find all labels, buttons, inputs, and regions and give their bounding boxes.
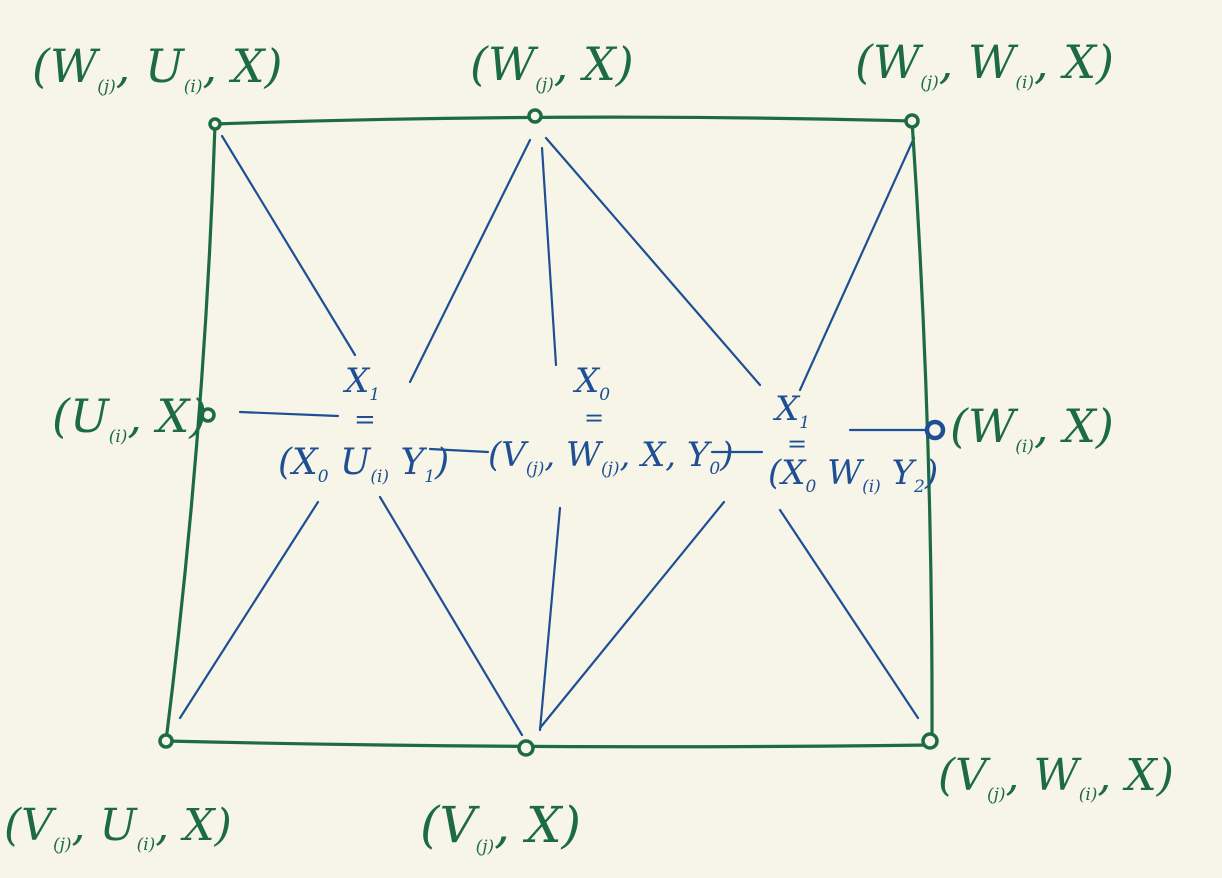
inner-edges	[178, 134, 930, 737]
label-top-left: (W(j), U(i), X)	[32, 39, 282, 97]
edge-center-to-top-mid	[540, 146, 558, 367]
node-top-right	[904, 113, 920, 129]
node-mid-right	[924, 419, 946, 441]
inner-node-left: X1 = (X0 U(i) Y1)	[278, 361, 449, 487]
label-bottom-right: (V(j), W(i), X)	[938, 750, 1174, 805]
label-bottom-mid: (V(j), X)	[420, 796, 581, 857]
node-top-mid	[527, 108, 543, 124]
inner-node-center: X0 = (V(j), W(j), X, Y0)	[488, 361, 733, 479]
frame-bottom-edge	[164, 739, 934, 749]
inner-center-top: X0	[572, 361, 610, 405]
label-top-mid: (W(j), X)	[470, 37, 634, 95]
label-bottom-left: (V(j), U(i), X)	[4, 800, 232, 855]
outer-node-markers	[158, 108, 946, 757]
label-mid-right: (W(i), X)	[950, 399, 1114, 457]
inner-center-tuple: (V(j), W(j), X, Y0)	[488, 435, 733, 479]
inner-left-top: X1	[342, 361, 380, 405]
edge-right-to-top-mid	[544, 136, 762, 387]
edge-right-to-bottom-right	[778, 508, 920, 720]
node-top-left	[208, 117, 222, 131]
edge-center-to-bottom-mid	[538, 506, 562, 732]
node-bottom-mid	[517, 739, 535, 757]
node-bottom-right	[921, 732, 939, 750]
inner-left-eq: =	[354, 405, 376, 435]
inner-left-tuple: (X0 U(i) Y1)	[278, 442, 449, 487]
edge-right-to-bottom-mid	[538, 500, 726, 730]
node-mid-left	[200, 407, 216, 423]
inner-node-right: X1 = (X0 W(i) Y2)	[768, 389, 938, 497]
frame-left-edge	[164, 122, 217, 743]
inner-center-eq: =	[584, 404, 604, 432]
inner-right-top: X1	[772, 389, 810, 433]
frame-top-edge	[213, 115, 914, 126]
edge-left-to-center	[428, 447, 490, 454]
label-mid-left: (U(i), X)	[52, 389, 207, 447]
edge-left-to-bottom-left	[178, 500, 320, 720]
node-bottom-left	[158, 733, 174, 749]
label-top-right: (W(j), W(i), X)	[855, 35, 1114, 93]
inner-right-eq: =	[787, 430, 807, 458]
inner-right-tuple: (X0 W(i) Y2)	[768, 453, 938, 497]
edge-right-to-top-right	[798, 136, 916, 392]
edge-left-to-mid-left	[238, 410, 340, 418]
edge-left-to-top-mid	[408, 138, 532, 384]
edge-left-to-bottom-mid	[378, 495, 524, 737]
edge-left-to-top-left	[220, 134, 357, 357]
outer-frame	[164, 115, 934, 749]
